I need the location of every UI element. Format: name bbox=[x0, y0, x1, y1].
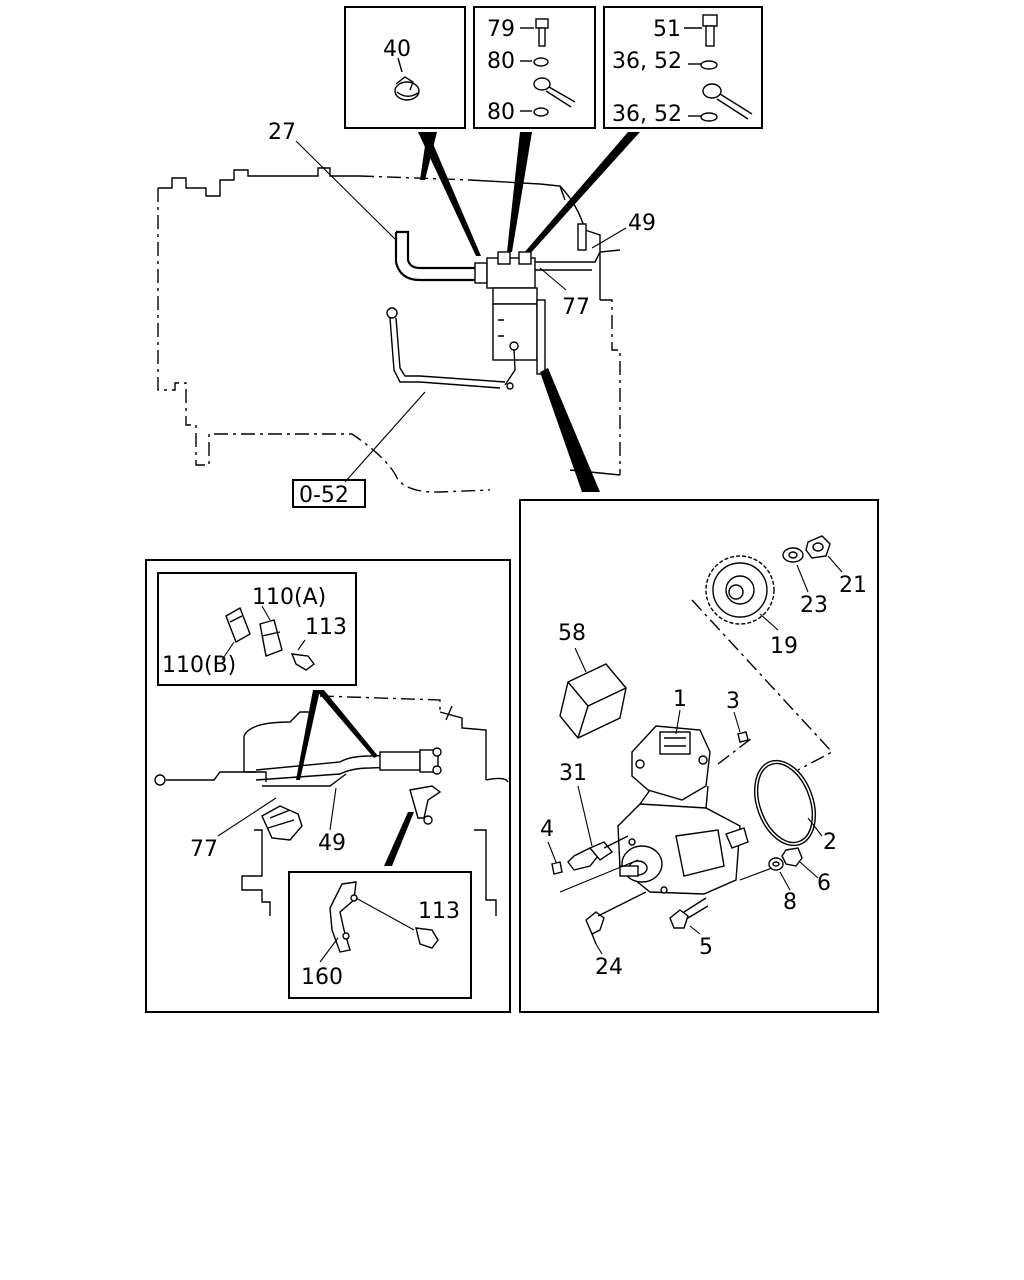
callout-113-upper: 113 bbox=[305, 615, 347, 640]
callout-110-a: 110(A) bbox=[252, 585, 326, 610]
callout-1: 1 bbox=[673, 687, 687, 712]
oil-pipe-top bbox=[386, 307, 519, 390]
cover-58 bbox=[559, 663, 627, 739]
callout-49-bottom-left: 49 bbox=[318, 831, 346, 856]
callout-27: 27 bbox=[268, 120, 296, 145]
leaders-top: 27 49 77 0-52 bbox=[268, 120, 656, 508]
callout-3: 3 bbox=[726, 689, 740, 714]
bolt-31 bbox=[567, 835, 629, 871]
detail-box-bolts-51-36-52: 51 36, 52 36, 52 bbox=[603, 6, 763, 129]
callout-77-bottom-left: 77 bbox=[190, 837, 218, 862]
callout-4: 4 bbox=[540, 817, 554, 842]
panel-bottom-left: 110(A) 110(B) 113 bbox=[145, 559, 511, 1013]
callout-2: 2 bbox=[823, 830, 837, 855]
detail-box-clip-40: 40 bbox=[344, 6, 466, 129]
callout-21: 21 bbox=[839, 573, 867, 598]
callout-23: 23 bbox=[800, 593, 828, 618]
callout-24: 24 bbox=[595, 955, 623, 980]
engine-outline-top bbox=[157, 167, 621, 493]
callout-5: 5 bbox=[699, 935, 713, 960]
callout-80-lower: 80 bbox=[487, 100, 515, 125]
callout-80-upper: 80 bbox=[487, 49, 515, 74]
callout-36-52-upper: 36, 52 bbox=[612, 49, 682, 74]
fitting-24 bbox=[585, 891, 647, 945]
callout-79: 79 bbox=[487, 17, 515, 42]
callout-77-top: 77 bbox=[562, 295, 590, 320]
bolt-5 bbox=[669, 897, 709, 929]
nut-21 bbox=[805, 535, 831, 559]
callout-6: 6 bbox=[817, 871, 831, 896]
callout-31: 31 bbox=[559, 761, 587, 786]
detail-pointers-top bbox=[418, 132, 640, 256]
callout-40: 40 bbox=[383, 37, 411, 62]
air-compressor-1 bbox=[617, 725, 749, 895]
callout-36-52-lower: 36, 52 bbox=[612, 102, 682, 127]
reference-0-52: 0-52 bbox=[299, 483, 349, 508]
compressor-assembly-top bbox=[394, 223, 621, 375]
washer-23 bbox=[782, 547, 804, 563]
callout-49-top: 49 bbox=[628, 211, 656, 236]
callout-51: 51 bbox=[653, 17, 681, 42]
callout-8: 8 bbox=[783, 890, 797, 915]
callout-58: 58 bbox=[558, 621, 586, 646]
callout-19: 19 bbox=[770, 634, 798, 659]
callout-113-lower: 113 bbox=[418, 899, 460, 924]
callout-110-b: 110(B) bbox=[162, 653, 236, 678]
o-ring-2 bbox=[753, 759, 817, 847]
detail-box-bolts-79-80: 79 80 80 bbox=[473, 6, 596, 129]
panel-bottom-right: 19 23 21 58 1 bbox=[519, 499, 879, 1013]
gear-19 bbox=[705, 555, 775, 625]
callout-160: 160 bbox=[301, 965, 343, 990]
